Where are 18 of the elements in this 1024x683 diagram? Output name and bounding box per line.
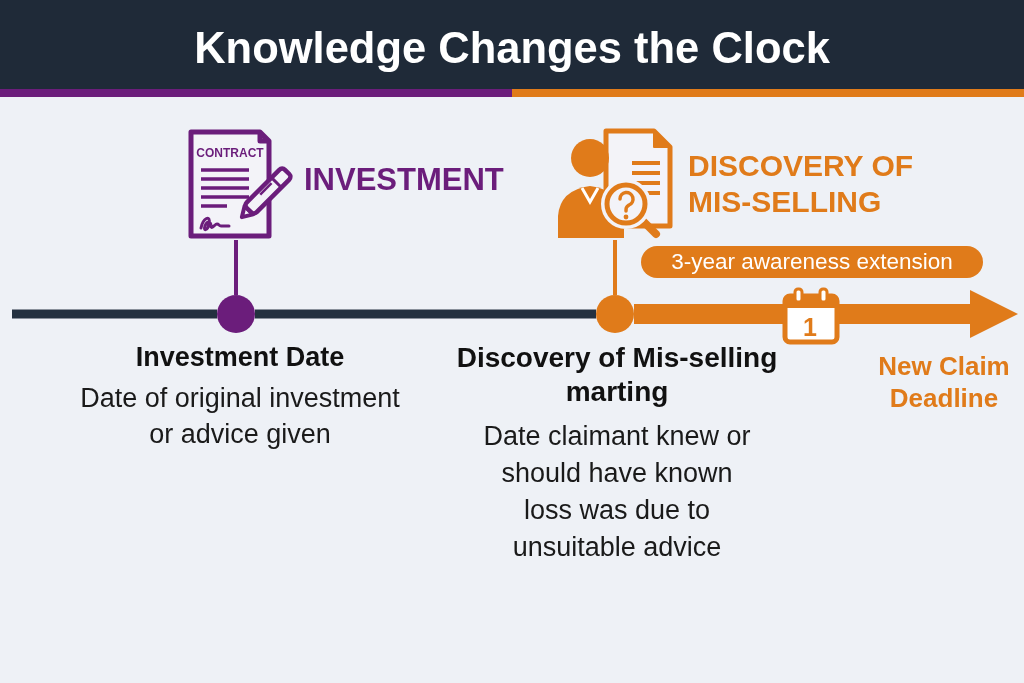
milestone-description: Date claimant knew or should have known loss was due to unsuitable advice	[482, 420, 752, 564]
title: Knowledge Changes the Clock	[193, 23, 831, 73]
extension-arrow	[634, 290, 1018, 338]
timeline-dot	[596, 295, 634, 333]
connector-stem	[613, 240, 617, 295]
timeline-line	[255, 309, 596, 319]
milestone-heading: INVESTMENT	[304, 163, 505, 197]
milestone-date-label: Investment Date	[134, 341, 346, 373]
connector-stem	[234, 240, 238, 295]
day-number: 1	[802, 312, 818, 342]
milestone-description: Date of original investment or advice given	[79, 382, 401, 451]
document-heading: CONTRACT	[195, 146, 265, 160]
milestone-heading: DISCOVERY OF MIS-SELLING	[688, 148, 915, 220]
milestone-date-label: Discovery of Mis-selling marting	[455, 341, 779, 409]
timeline-line	[12, 309, 217, 319]
timeline-dot	[217, 295, 255, 333]
period-banner: 3-year awareness extension	[641, 246, 983, 278]
deadline-label: New Claim Deadline	[877, 350, 1011, 414]
